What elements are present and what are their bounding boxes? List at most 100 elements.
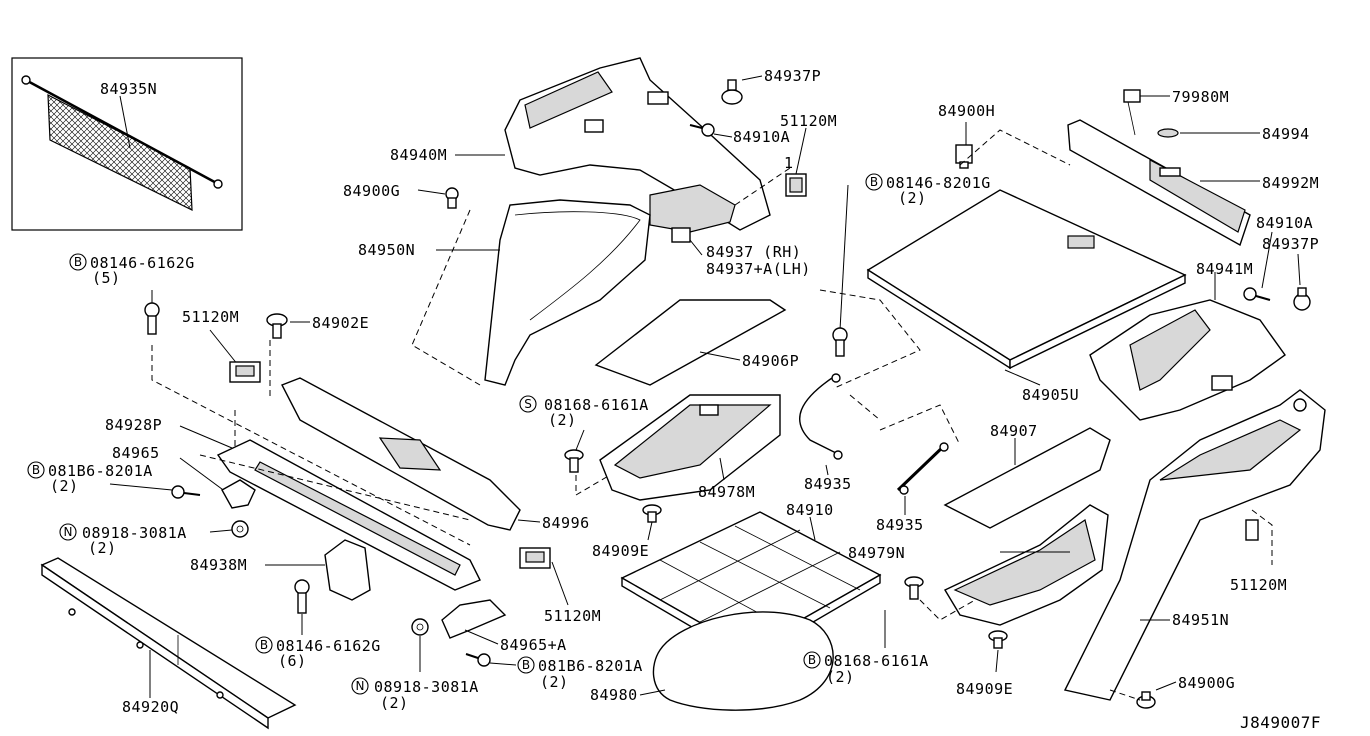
badge-b-08146-6162G-bottom: B <box>255 636 273 654</box>
badge-b-08168-6161A-bottom: B <box>803 651 821 669</box>
label-51120M-bottom: 51120M <box>1230 576 1287 594</box>
label-84928P: 84928P <box>105 416 162 434</box>
box-84978M <box>599 394 781 501</box>
label-081B6-8201A-bottom-qty: (2) <box>540 673 569 691</box>
clip-84900G-bottom <box>1136 691 1156 709</box>
bolt-081B6-8201A-left <box>171 485 201 499</box>
label-081B6-8201A-left-qty: (2) <box>50 477 79 495</box>
label-081B6-8201A-bottom: 081B6-8201A <box>538 657 643 675</box>
label-84906P: 84906P <box>742 352 799 370</box>
trim-84941M <box>1089 299 1286 421</box>
label-08918-3081A-bottom: 08918-3081A <box>374 678 479 696</box>
label-84907: 84907 <box>990 422 1038 440</box>
finisher-84992M <box>1067 119 1251 247</box>
mat-84906P <box>594 299 787 386</box>
bolt-08146-8201G <box>832 327 848 357</box>
label-84909E-left: 84909E <box>592 542 649 560</box>
svg-text:B: B <box>522 658 530 672</box>
nut-08918-3081A-left <box>231 520 249 538</box>
trim-84951N <box>1063 389 1326 701</box>
clip-51120M-bottom <box>1245 519 1259 541</box>
label-84937P-right: 84937P <box>1262 235 1319 253</box>
label-08168-6161A-top-qty: (2) <box>548 411 577 429</box>
bolt-08146-6162G-top <box>144 302 160 335</box>
badge-b-08146-6162G-top: B <box>69 253 87 271</box>
part-84994 <box>1157 128 1179 138</box>
nut-08918-3081A-bottom <box>411 618 429 636</box>
label-08146-8201G: 08146-8201G <box>886 174 991 192</box>
bracket-84965 <box>221 479 256 509</box>
label-84910: 84910 <box>786 501 834 519</box>
callout-1: 1 <box>784 154 794 172</box>
panel-84996 <box>281 377 521 531</box>
clip-79980M <box>1123 89 1141 103</box>
strap-84935-a <box>799 373 843 460</box>
label-84900G-top: 84900G <box>343 182 400 200</box>
label-84940M: 84940M <box>390 146 447 164</box>
clip-84900G-top <box>445 187 459 209</box>
label-08168-6161A-top: 08168-6161A <box>544 396 649 414</box>
label-08918-3081A-left-qty: (2) <box>88 539 117 557</box>
label-08146-6162G-bottom-qty: (6) <box>278 652 307 670</box>
label-84950N: 84950N <box>358 241 415 259</box>
label-84910A-right: 84910A <box>1256 214 1313 232</box>
clip-84909E-left <box>642 504 662 523</box>
screw-08168-6161A-top <box>564 449 584 473</box>
screw-08168-6161A-bottom <box>904 576 924 600</box>
clip-84902E <box>266 313 288 339</box>
label-84965A: 84965+A <box>500 636 567 654</box>
label-08146-6162G-top: 08146-6162G <box>90 254 195 272</box>
label-84920Q: 84920Q <box>122 698 179 716</box>
label-84938M: 84938M <box>190 556 247 574</box>
carpet-84980 <box>652 611 834 711</box>
label-51120M-right: 51120M <box>544 607 601 625</box>
label-51120M-top: 51120M <box>780 112 837 130</box>
badge-n-08918-3081A-bottom: N <box>351 677 369 695</box>
svg-text:B: B <box>260 638 268 652</box>
clip-51120M-right <box>519 547 551 569</box>
label-84935-a: 84935 <box>804 475 852 493</box>
label-081B6-8201A-left: 081B6-8201A <box>48 462 153 480</box>
screw-84910A-top <box>689 123 715 137</box>
box-84979N <box>944 504 1109 626</box>
svg-text:B: B <box>74 255 82 269</box>
bracket-84938M <box>324 539 371 601</box>
board-84905U <box>866 189 1187 370</box>
label-84902E: 84902E <box>312 314 369 332</box>
label-84937A: 84937+A(LH) <box>706 260 811 278</box>
label-84900G-bottom: 84900G <box>1178 674 1235 692</box>
svg-text:B: B <box>870 175 878 189</box>
svg-text:B: B <box>808 653 816 667</box>
label-08146-6162G-bottom: 08146-6162G <box>276 637 381 655</box>
label-84905U: 84905U <box>1022 386 1079 404</box>
badge-n-08918-3081A-left: N <box>59 523 77 541</box>
label-84965: 84965 <box>112 444 160 462</box>
clip-84937P-right <box>1293 287 1311 311</box>
svg-text:B: B <box>32 463 40 477</box>
trim-84940M <box>504 57 771 243</box>
svg-text:S: S <box>524 397 532 411</box>
label-84909E-right: 84909E <box>956 680 1013 698</box>
label-08168-6161A-bottom: 08168-6161A <box>824 652 929 670</box>
badge-b-08146-8201G: B <box>865 173 883 191</box>
label-08146-8201G-qty: (2) <box>898 189 927 207</box>
label-84935-b: 84935 <box>876 516 924 534</box>
label-84996: 84996 <box>542 514 590 532</box>
badge-b-081B6-8201A-bottom: B <box>517 656 535 674</box>
label-84935N: 84935N <box>100 80 157 98</box>
label-08918-3081A-bottom-qty: (2) <box>380 694 409 712</box>
label-08918-3081A-left: 08918-3081A <box>82 524 187 542</box>
bolt-08146-6162G-bottom <box>294 579 310 614</box>
strip-84920Q <box>40 557 297 730</box>
label-84937P-top: 84937P <box>764 67 821 85</box>
label-51120M-left: 51120M <box>182 308 239 326</box>
trim-84950N <box>484 199 651 386</box>
label-84900H: 84900H <box>938 102 995 120</box>
svg-text:N: N <box>64 525 73 539</box>
label-84937: 84937 (RH) <box>706 243 801 261</box>
label-84910A-top: 84910A <box>733 128 790 146</box>
label-79980M: 79980M <box>1172 88 1229 106</box>
label-84980: 84980 <box>590 686 638 704</box>
clip-51120M-left <box>229 361 261 383</box>
